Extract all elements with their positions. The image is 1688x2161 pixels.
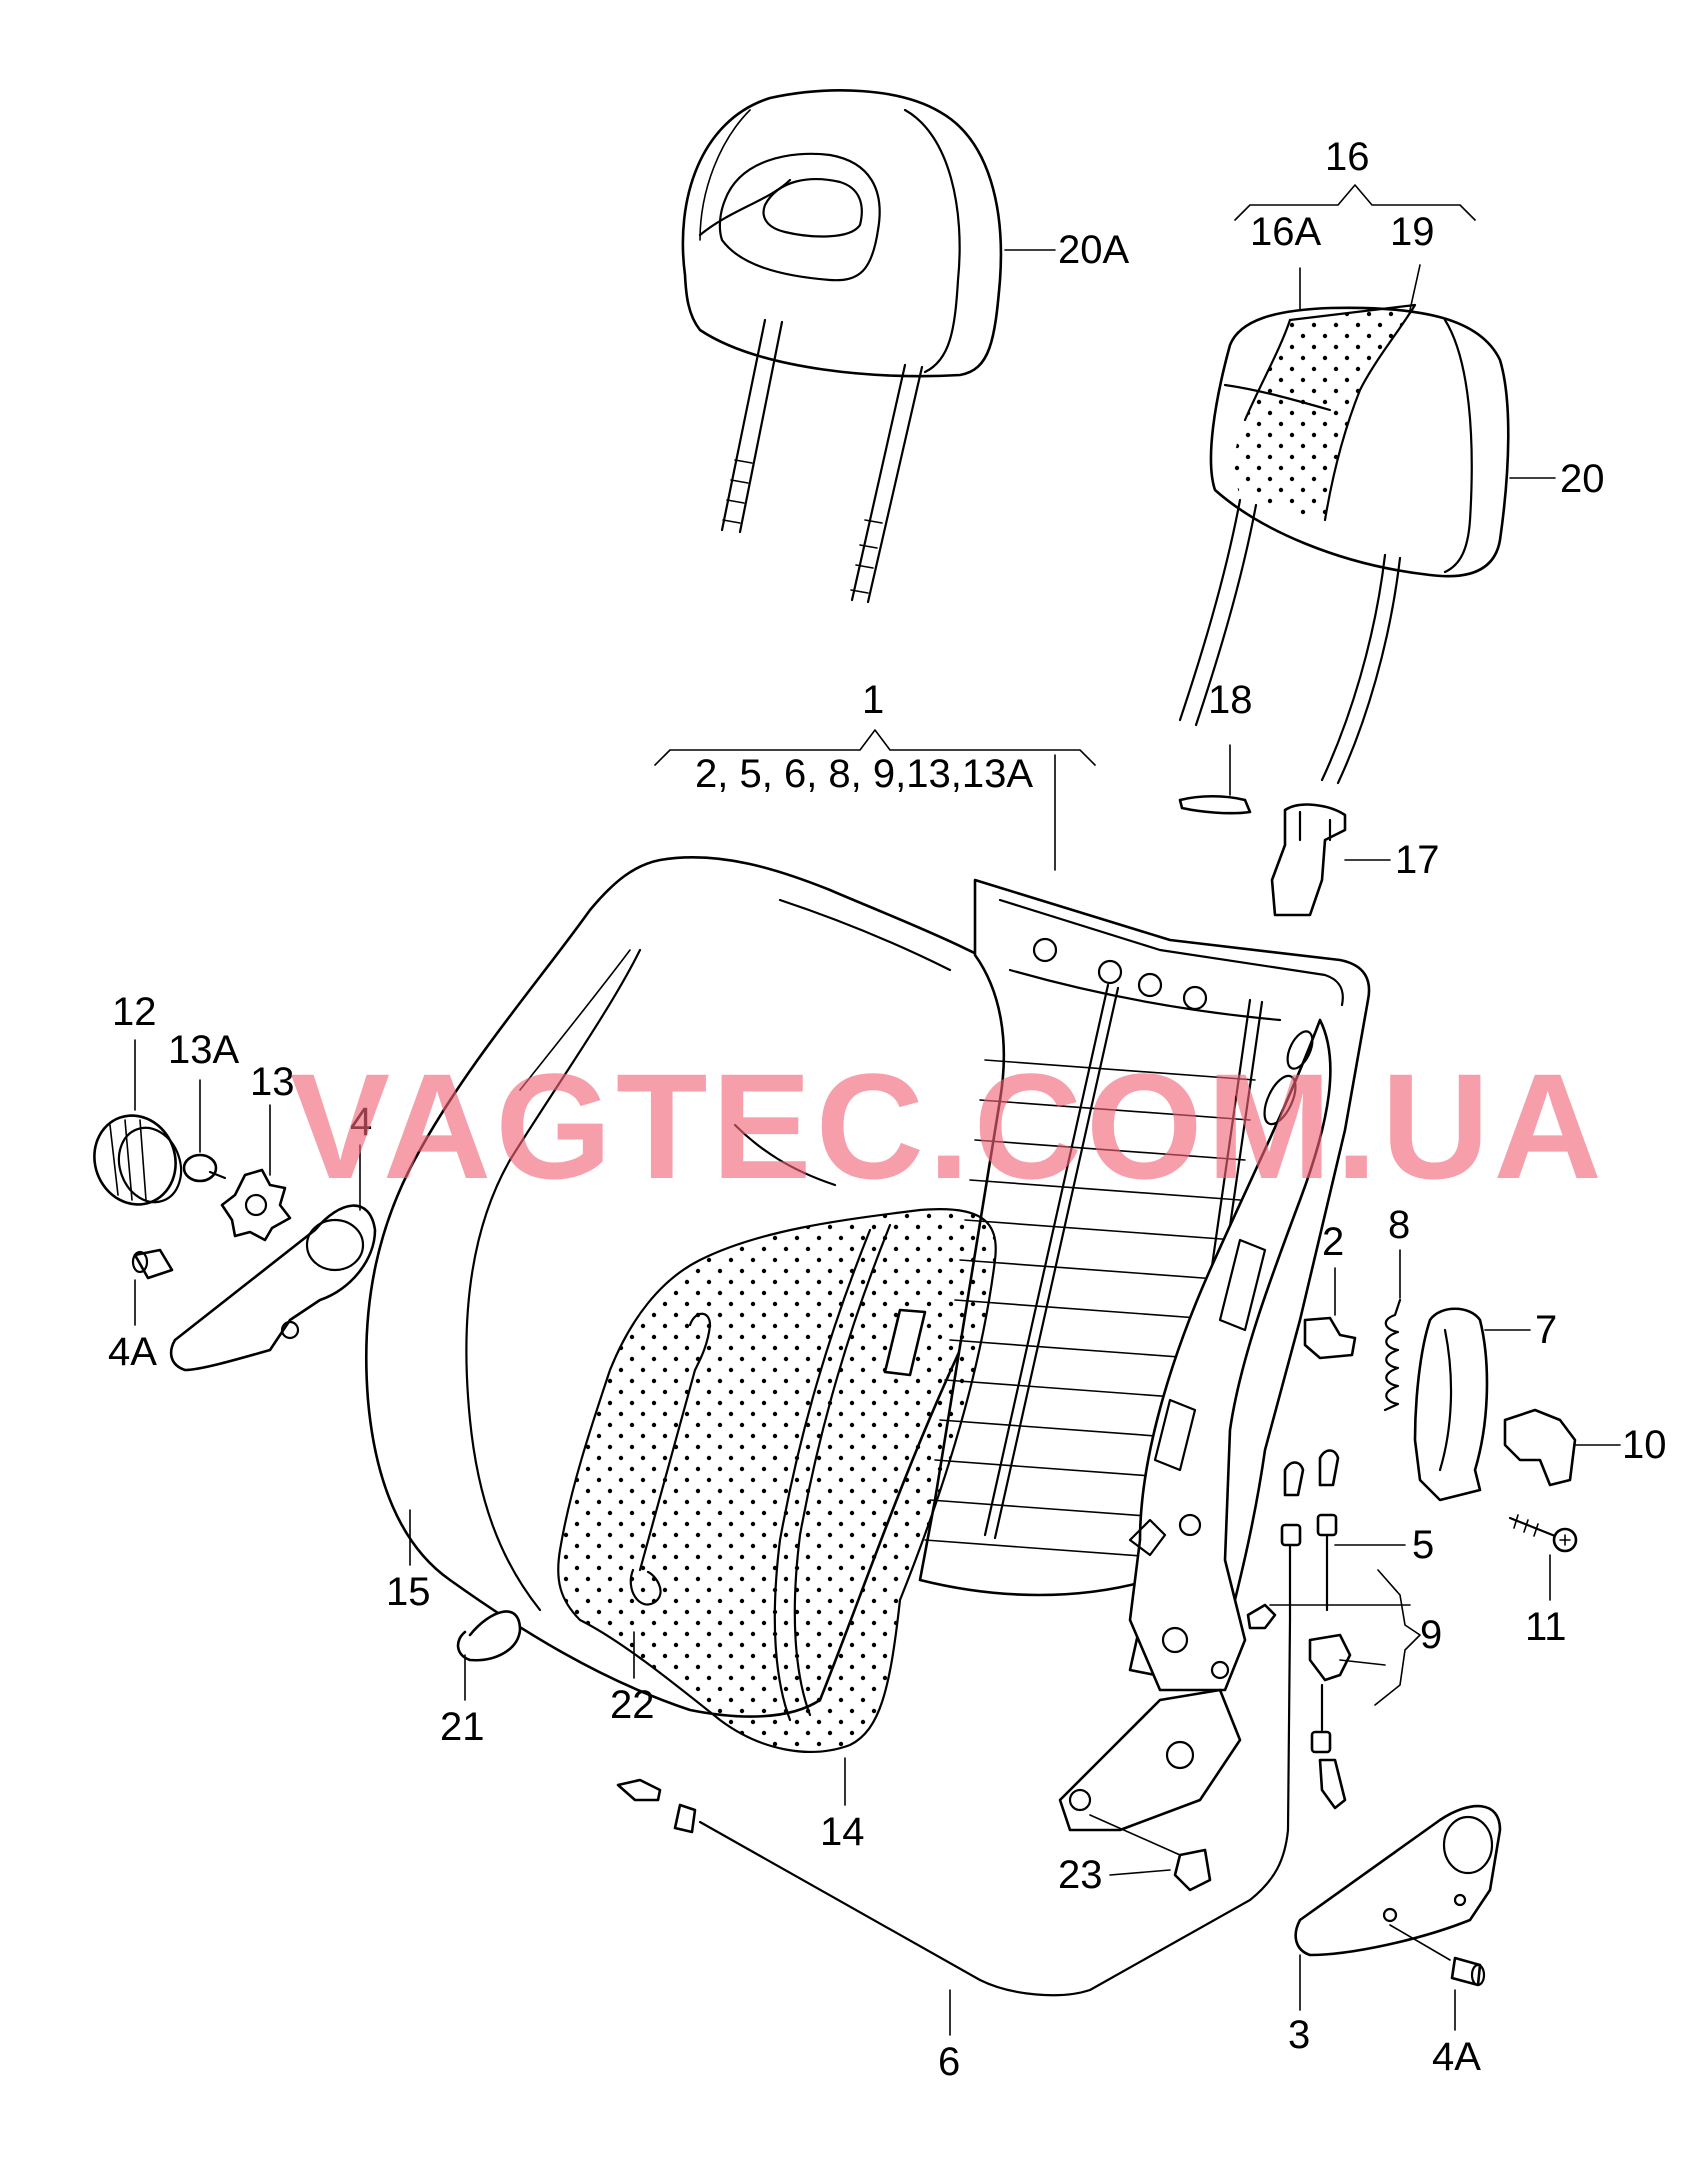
headrest-20	[1178, 303, 1510, 785]
label-8: 8	[1388, 1203, 1410, 1247]
label-20: 20	[1560, 457, 1605, 501]
label-2: 2	[1322, 1220, 1344, 1264]
part-4a-pin-right	[1450, 1956, 1486, 1987]
part-3-cover	[1294, 1804, 1502, 1957]
labels: 20A 16 16A 19 20 18 17 1 2, 5, 6, 8, 9,1…	[108, 135, 1667, 2084]
backrest-frame	[918, 878, 1371, 1832]
part-23-clip	[1173, 1848, 1212, 1892]
label-7: 7	[1535, 1308, 1557, 1352]
part-17-guide	[1270, 803, 1347, 917]
label-13a: 13A	[168, 1028, 239, 1072]
label-22: 22	[610, 1683, 655, 1727]
headrest-20a	[681, 89, 1003, 604]
part-2-clip	[1303, 1316, 1357, 1360]
label-3: 3	[1288, 2013, 1310, 2057]
part-4-cover	[169, 1204, 377, 1372]
label-9: 9	[1420, 1613, 1442, 1657]
label-18: 18	[1208, 678, 1253, 722]
label-11: 11	[1525, 1605, 1567, 1649]
part-11-screw	[1508, 1514, 1578, 1553]
label-16a: 16A	[1250, 210, 1321, 254]
part-6-cable	[616, 1618, 1292, 1997]
label-19: 19	[1390, 210, 1435, 254]
label-12: 12	[112, 990, 157, 1034]
label-1-group: 2, 5, 6, 8, 9,13,13A	[695, 752, 1033, 796]
label-4a-right: 4A	[1432, 2035, 1481, 2079]
part-18-clip	[1178, 794, 1252, 815]
label-10: 10	[1622, 1423, 1667, 1467]
part-9-parts	[1246, 1603, 1352, 1810]
pad-14	[557, 1208, 997, 1753]
label-6: 6	[938, 2040, 960, 2084]
part-21-ring	[456, 1610, 522, 1662]
label-20a: 20A	[1058, 228, 1129, 272]
leader-lines	[134, 184, 1621, 2036]
label-1: 1	[862, 678, 884, 722]
part-8-spring	[1383, 1298, 1402, 1412]
label-4: 4	[350, 1100, 372, 1144]
part-10-button	[1503, 1408, 1577, 1487]
label-4a-left: 4A	[108, 1330, 157, 1374]
label-13: 13	[250, 1060, 295, 1104]
label-17: 17	[1395, 838, 1440, 882]
part-5-bushings	[1280, 1449, 1340, 1622]
label-16: 16	[1325, 135, 1370, 179]
label-14: 14	[820, 1810, 865, 1854]
part-4a-pin-left	[131, 1248, 174, 1280]
label-5: 5	[1412, 1523, 1434, 1567]
label-15: 15	[386, 1570, 431, 1614]
part-13a-screw	[182, 1153, 227, 1183]
part-13-washer	[220, 1168, 292, 1242]
part-12-knob	[93, 1114, 183, 1206]
label-21: 21	[440, 1705, 485, 1749]
part-7-handle	[1413, 1307, 1489, 1502]
label-23: 23	[1058, 1853, 1103, 1897]
watermark: VAGTEC.COM.UA	[290, 1042, 1606, 1210]
